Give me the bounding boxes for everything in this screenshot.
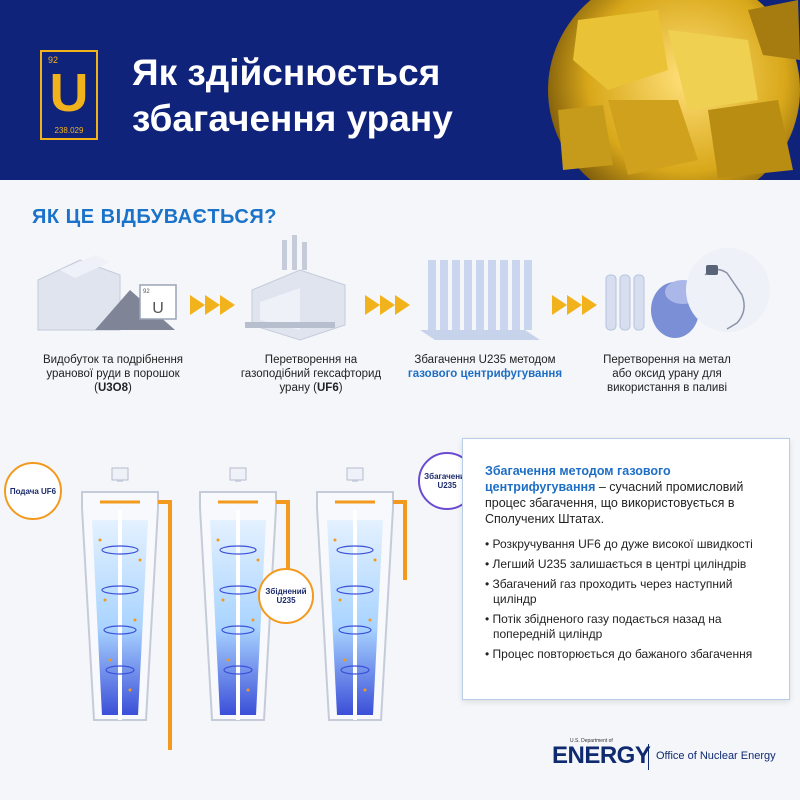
list-item: • Процес повторюється до бажаного збагач… xyxy=(485,647,753,661)
arrow-icon xyxy=(190,295,235,315)
yellowcake-photo xyxy=(548,0,800,180)
header-banner: 92 U 238.029 Як здійснюється збагачення … xyxy=(0,0,800,180)
fuel-pellets-illustration xyxy=(605,248,770,338)
process-steps-illustration: 92 U xyxy=(37,235,770,341)
feed-uf6-badge: Подача UF6 xyxy=(4,462,62,520)
atomic-mass: 238.029 xyxy=(54,126,84,135)
info-intro: Збагачення методом газового центрифугува… xyxy=(485,463,775,527)
arrow-icon xyxy=(552,295,597,315)
info-panel: Збагачення методом газового центрифугува… xyxy=(462,438,790,700)
centrifuge-1 xyxy=(81,467,172,750)
tile-symbol: U xyxy=(152,300,164,317)
atomic-number: 92 xyxy=(48,55,59,65)
step-2-caption: Перетворення на газоподібний гексафторид… xyxy=(240,354,382,394)
logo-office-text: Office of Nuclear Energy xyxy=(656,750,776,762)
logo-divider xyxy=(648,744,649,770)
list-item: • Збагачений газ проходить через наступн… xyxy=(485,577,733,606)
gas-molecules xyxy=(98,538,377,692)
step-3-caption: Збагачення U235 методом газового центриф… xyxy=(407,354,563,380)
step-1-caption: Видобуток та подрібнення уранової руди в… xyxy=(42,354,184,394)
depleted-u235-badge: Збіднений U235 xyxy=(258,568,314,624)
info-intro-text: – сучасний промисловий процес збагачення… xyxy=(485,480,744,526)
title-line-1: Як здійснюється xyxy=(132,52,441,93)
element-symbol: U xyxy=(49,63,89,123)
step-4-caption: Перетворення на метал або оксид урану дл… xyxy=(603,354,731,394)
list-item: • Розкручування UF6 до дуже високої швид… xyxy=(485,537,753,551)
arrow-icon xyxy=(365,295,410,315)
centrifuge-2 xyxy=(199,467,290,721)
factory-illustration xyxy=(245,235,346,341)
list-item: • Потік збідненого газу подається назад … xyxy=(485,612,722,641)
info-title: Збагачення методом газового центрифугува… xyxy=(485,464,671,494)
doe-logo: U.S. Department of ENERGY Office of Nucl… xyxy=(552,738,792,778)
section-heading: ЯК ЦЕ ВІДБУВАЄТЬСЯ? xyxy=(32,206,277,228)
list-item: • Легший U235 залишається в центрі цилін… xyxy=(485,557,747,571)
tile-number: 92 xyxy=(143,289,150,295)
mining-illustration: 92 U xyxy=(37,255,177,331)
centrifuge-3 xyxy=(316,467,407,721)
title-line-2: збагачення урану xyxy=(132,98,453,139)
logo-energy-text: ENERGY xyxy=(552,742,651,769)
centrifuge-diagram xyxy=(60,467,420,750)
logo-dept-text: U.S. Department of xyxy=(570,738,613,744)
uranium-tile-icon xyxy=(139,284,177,320)
info-bullet-list: • Розкручування UF6 до дуже високої швид… xyxy=(485,537,775,662)
uranium-element-tile: 92 U 238.029 xyxy=(40,50,98,140)
centrifuge-cascade-illustration xyxy=(420,260,540,340)
page-title: Як здійснюється збагачення урану xyxy=(132,50,453,142)
